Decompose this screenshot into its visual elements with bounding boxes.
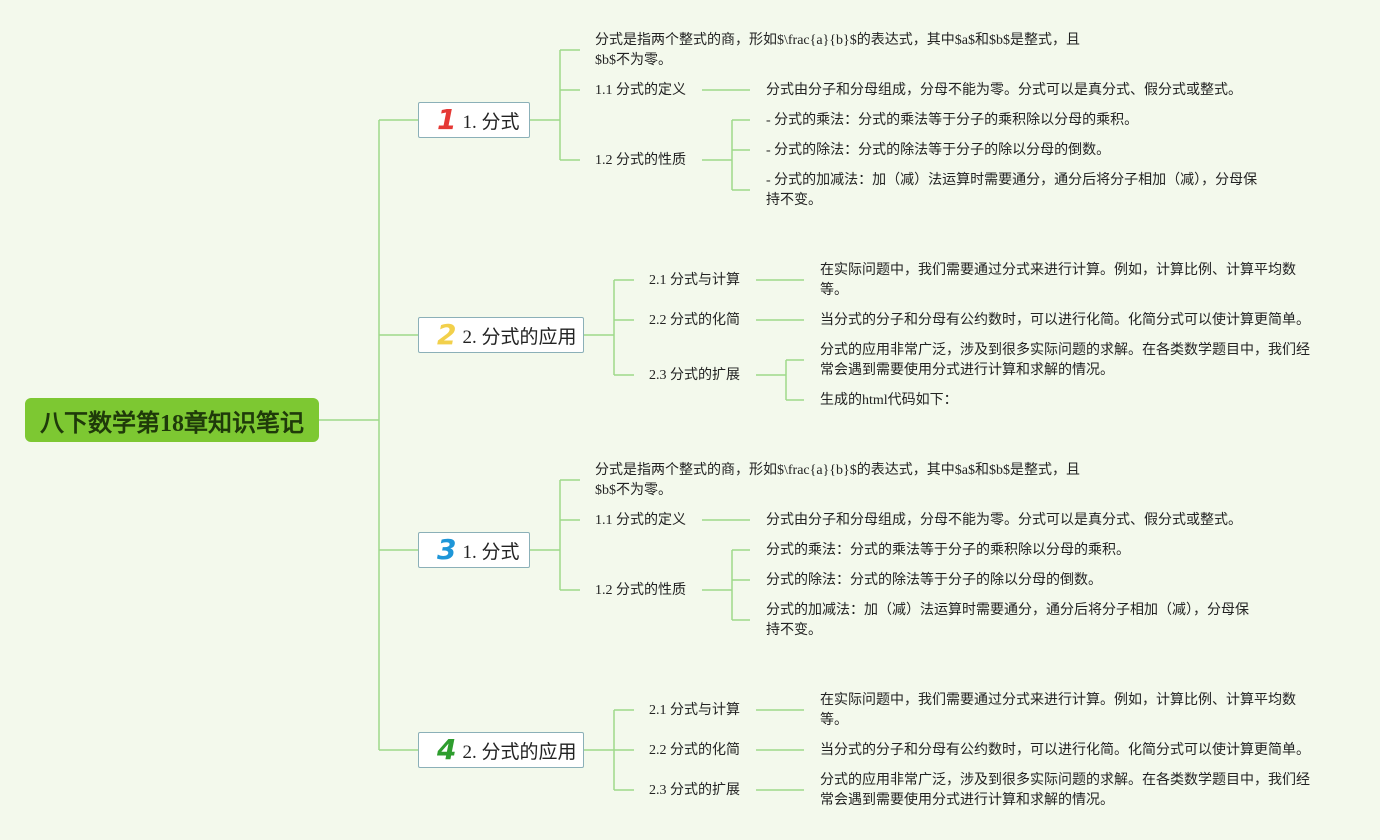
number-2-icon: 2 [437,318,457,351]
number-4-icon: 4 [437,733,457,766]
branch-3-label: 1. 分式 [462,541,520,563]
branch-1-sub-2-leaf-3[interactable]: - 分式的加减法：加（减）法运算时需要通分，通分后将分子相加（减），分母保持不变… [766,173,1258,208]
branch-4-sub-1[interactable]: 2.1 分式与计算 [649,703,740,718]
branch-4-sub-1-leaf-1[interactable]: 在实际问题中，我们需要通过分式来进行计算。例如，计算比例、计算平均数等。 [820,693,1296,728]
branch-2-sub-3-leaf-1[interactable]: 分式的应用非常广泛，涉及到很多实际问题的求解。在各类数学题目中，我们经常会遇到需… [820,343,1310,378]
branch-1-intro[interactable]: 分式是指两个整式的商，形如$\frac{a}{b}$的表达式，其中$a$和$b$… [595,33,1080,68]
branch-1-topic[interactable]: 1 1. 分式 [418,102,530,138]
branch-4-sub-2[interactable]: 2.2 分式的化简 [649,743,740,758]
branch-4-sub-3[interactable]: 2.3 分式的扩展 [649,783,740,798]
number-1-icon: 1 [437,103,457,136]
branch-4-sub-3-leaf-1[interactable]: 分式的应用非常广泛，涉及到很多实际问题的求解。在各类数学题目中，我们经常会遇到需… [820,773,1310,808]
branch-3-intro[interactable]: 分式是指两个整式的商，形如$\frac{a}{b}$的表达式，其中$a$和$b$… [595,463,1080,498]
branch-3-sub-1[interactable]: 1.1 分式的定义 [595,513,686,528]
root-topic[interactable]: 八下数学第18章知识笔记 [25,398,319,442]
branch-4-topic[interactable]: 4 2. 分式的应用 [418,732,584,768]
branch-2-label: 2. 分式的应用 [462,326,577,348]
branch-3-sub-2[interactable]: 1.2 分式的性质 [595,583,686,598]
branch-2-sub-3-leaf-2[interactable]: 生成的html代码如下： [820,393,958,408]
branch-3-sub-1-leaf-1[interactable]: 分式由分子和分母组成，分母不能为零。分式可以是真分式、假分式或整式。 [766,513,1242,528]
branch-1-sub-1-leaf-1[interactable]: 分式由分子和分母组成，分母不能为零。分式可以是真分式、假分式或整式。 [766,83,1242,98]
branch-2-sub-2-leaf-1[interactable]: 当分式的分子和分母有公约数时，可以进行化简。化简分式可以使计算更简单。 [820,313,1310,328]
branch-2-sub-3[interactable]: 2.3 分式的扩展 [649,368,740,383]
number-3-icon: 3 [437,533,457,566]
branch-4-sub-2-leaf-1[interactable]: 当分式的分子和分母有公约数时，可以进行化简。化简分式可以使计算更简单。 [820,743,1310,758]
branch-3-sub-2-leaf-3[interactable]: 分式的加减法：加（减）法运算时需要通分，通分后将分子相加（减），分母保持不变。 [766,603,1249,638]
branch-3-topic[interactable]: 3 1. 分式 [418,532,530,568]
branch-2-sub-1[interactable]: 2.1 分式与计算 [649,273,740,288]
branch-1-sub-1[interactable]: 1.1 分式的定义 [595,83,686,98]
branch-1-sub-2-leaf-2[interactable]: - 分式的除法：分式的除法等于分子的除以分母的倒数。 [766,143,1111,158]
branch-2-sub-2[interactable]: 2.2 分式的化简 [649,313,740,328]
branch-1-label: 1. 分式 [462,111,520,133]
branch-2-sub-1-leaf-1[interactable]: 在实际问题中，我们需要通过分式来进行计算。例如，计算比例、计算平均数等。 [820,263,1296,298]
branch-3-sub-2-leaf-1[interactable]: 分式的乘法：分式的乘法等于分子的乘积除以分母的乘积。 [766,543,1130,558]
branch-1-sub-2-leaf-1[interactable]: - 分式的乘法：分式的乘法等于分子的乘积除以分母的乘积。 [766,113,1139,128]
branch-4-label: 2. 分式的应用 [462,741,577,763]
branch-1-sub-2[interactable]: 1.2 分式的性质 [595,153,686,168]
branch-3-sub-2-leaf-2[interactable]: 分式的除法：分式的除法等于分子的除以分母的倒数。 [766,573,1102,588]
branch-2-topic[interactable]: 2 2. 分式的应用 [418,317,584,353]
